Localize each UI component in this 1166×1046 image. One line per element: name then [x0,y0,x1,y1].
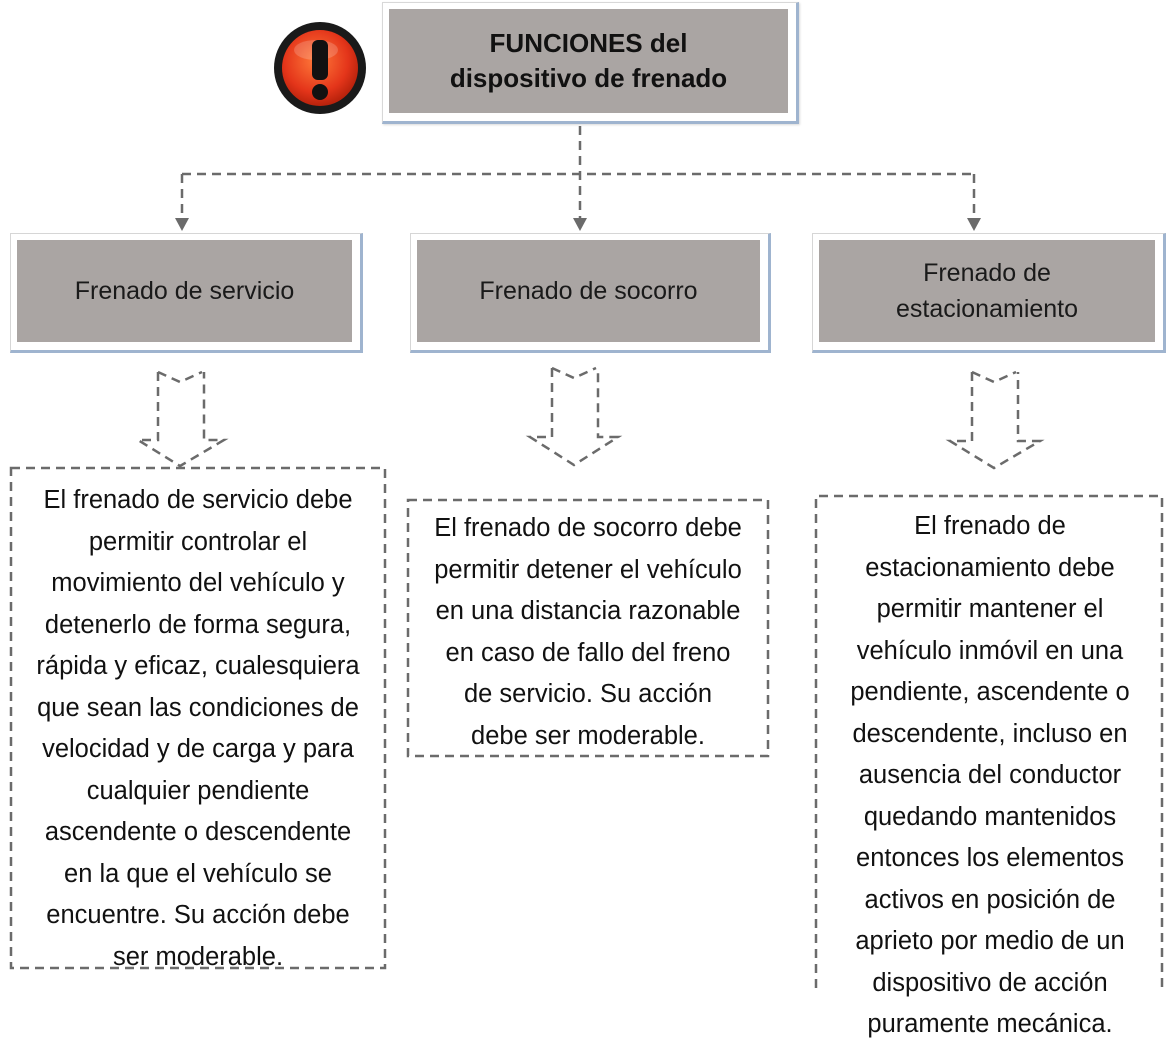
description-line: descendente, incluso en [852,719,1128,748]
description-frame-socorro [406,498,770,758]
description-line: ausencia del conductor [858,761,1122,789]
title-line-1: FUNCIONES del [489,27,688,58]
hollow-arrow-middle [525,366,623,467]
description-line: detenerlo de forma segura, [44,610,352,639]
description-line: velocidad y de carga y para [42,735,354,763]
description-line: en una distancia razonable [435,597,741,625]
description-line: estacionamiento debe [865,553,1115,582]
description-line: aprieto por medio de un [855,927,1125,955]
description-frame-servicio [9,466,387,970]
description-line: en la que el vehículo se [64,859,332,888]
description-line: activos en posición de [864,885,1116,914]
description-estacionamiento: El frenado de estacionamiento debe permi… [820,506,1160,1046]
description-line: encuentre. Su acción debe [46,901,350,929]
exclamation-icon [274,22,366,114]
title-box-fill: FUNCIONES del dispositivo de frenado [389,9,788,113]
description-line: rápida y eficaz, cualesquiera [36,652,360,680]
description-line: movimiento del vehículo y [51,569,345,597]
description-line: quedando mantenidos [863,802,1117,831]
description-line: en caso de fallo del freno [445,638,731,667]
category-label-line: estacionamiento [895,295,1079,323]
diagram-connectors [9,126,1164,988]
category-box-fill: Frenado de estacionamiento [819,240,1155,342]
category-box-fill: Frenado de socorro [417,240,760,342]
description-line: El frenado de [914,512,1066,540]
description-line: que sean las condiciones de [37,693,359,722]
description-line: dispositivo de acción [872,968,1108,997]
category-label: Frenado de socorro [479,276,698,305]
category-label-line: Frenado de [923,258,1051,287]
description-line: permitir controlar el [88,527,308,556]
description-line: vehículo inmóvil en una [856,636,1124,665]
description-line: permitir mantener el [876,595,1104,623]
description-line: pendiente, ascendente o [850,678,1130,706]
description-line: ascendente o descendente [44,818,352,846]
description-line: El frenado de socorro debe [434,514,742,542]
category-label: Frenado de servicio [74,276,295,305]
title-line-2: dispositivo de frenado [449,63,728,93]
description-line: entonces los elementos [856,844,1124,872]
description-frame-estacionamiento [814,494,1164,988]
title-box: FUNCIONES del dispositivo de frenado [382,2,799,124]
arrowhead-right [967,218,981,231]
category-box-socorro: Frenado de socorro [410,233,771,353]
arrowhead-left [175,218,189,231]
description-line: debe ser moderable. [471,721,705,750]
description-line: permitir detener el vehículo [434,555,742,584]
category-box-fill: Frenado de servicio [17,240,352,342]
description-line: cualquier pendiente [86,776,310,805]
description-socorro: El frenado de socorro debe permitir dete… [410,508,766,757]
category-box-servicio: Frenado de servicio [10,233,363,353]
description-line: puramente mecánica. [867,1010,1113,1038]
arrowhead-middle [573,218,587,231]
description-line: ser moderable. [112,942,284,971]
category-box-estacionamiento: Frenado de estacionamiento [812,233,1166,353]
hollow-arrow-right [945,370,1045,470]
description-servicio: El frenado de servicio debe permitir con… [14,480,382,978]
description-line: de servicio. Su acción [463,680,713,708]
hollow-arrow-left [133,370,229,468]
description-line: El frenado de servicio debe [43,486,353,514]
